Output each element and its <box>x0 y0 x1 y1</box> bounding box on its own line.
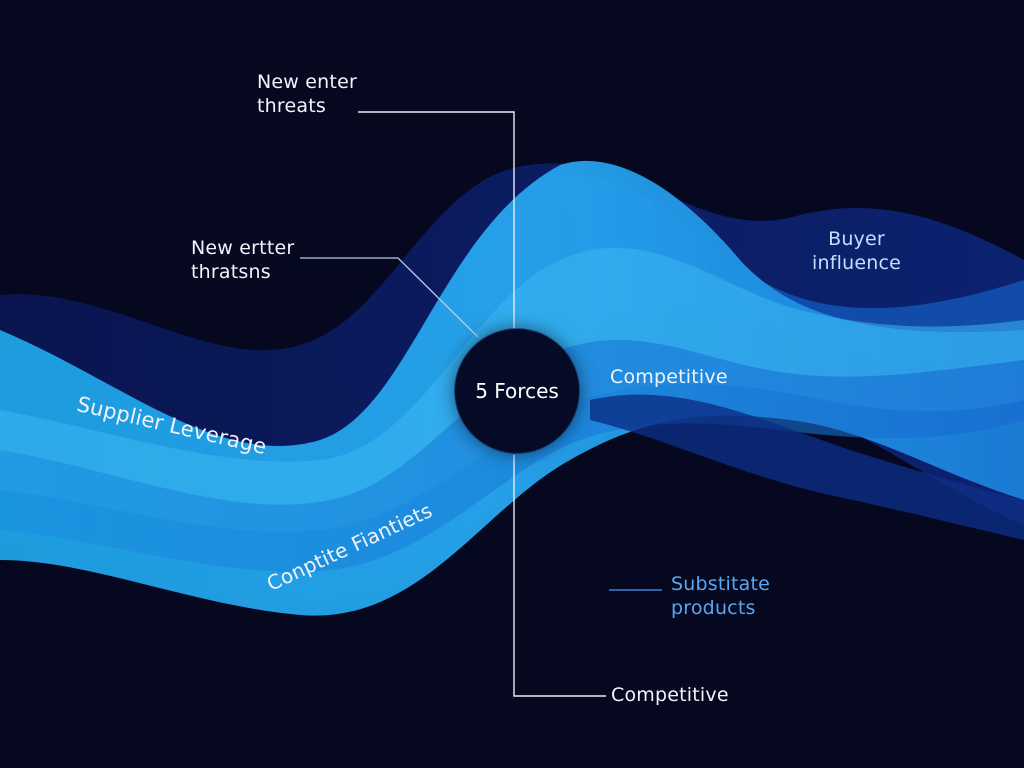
hub-label: 5 Forces <box>475 379 559 403</box>
connector-mid-left <box>300 257 479 338</box>
connector-bottom <box>513 455 606 697</box>
label-competitive-bottom: Competitive <box>611 684 729 706</box>
five-forces-hub: 5 Forces <box>455 329 579 453</box>
label-new-enter-threats: New enter threats <box>257 71 357 117</box>
label-competitive-middle: Competitive <box>610 366 728 388</box>
connector-top <box>358 111 515 330</box>
label-new-ertter-thratsns: New ertter thratsns <box>191 237 295 283</box>
wave-inner-ribbon <box>0 339 1024 572</box>
wave-lower-right-band <box>590 394 1024 540</box>
label-buyer-influence: Buyer influence <box>812 228 901 274</box>
label-substitute-products: Substitate products <box>671 573 771 619</box>
